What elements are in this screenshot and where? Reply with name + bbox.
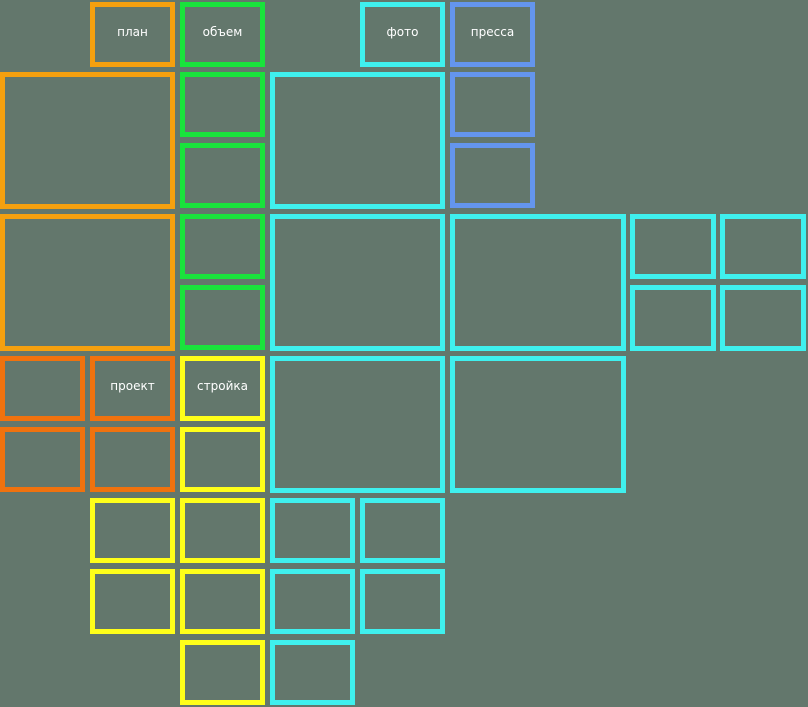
- tile-cyan-large-4[interactable]: [270, 356, 445, 493]
- tile-cyan-small-9[interactable]: [270, 640, 355, 705]
- tile-construction-label: стройка: [197, 379, 248, 393]
- tile-yellow-3[interactable]: [180, 498, 265, 563]
- tile-redorange-1[interactable]: [0, 356, 85, 421]
- tile-volume-label: объем: [202, 25, 243, 39]
- tile-green-3[interactable]: [180, 214, 265, 279]
- tile-cyan-small-2[interactable]: [720, 214, 806, 279]
- tile-cyan-small-3[interactable]: [630, 285, 716, 351]
- tile-blue-2[interactable]: [450, 143, 535, 208]
- tile-green-4[interactable]: [180, 285, 265, 350]
- tile-yellow-1[interactable]: [180, 427, 265, 492]
- tile-plan[interactable]: план: [90, 2, 175, 67]
- tile-cyan-small-4[interactable]: [720, 285, 806, 351]
- tile-green-2[interactable]: [180, 143, 265, 208]
- tile-yellow-4[interactable]: [90, 569, 175, 634]
- tile-orange-large-2[interactable]: [0, 214, 175, 351]
- tile-photo[interactable]: фото: [360, 2, 445, 67]
- tile-yellow-6[interactable]: [180, 640, 265, 705]
- tile-redorange-3[interactable]: [90, 427, 175, 492]
- tile-yellow-5[interactable]: [180, 569, 265, 634]
- tile-plan-label: план: [117, 25, 148, 39]
- tile-project-label: проект: [110, 379, 155, 393]
- tile-volume[interactable]: объем: [180, 2, 265, 67]
- tile-cyan-small-5[interactable]: [270, 498, 355, 563]
- tile-cyan-small-6[interactable]: [360, 498, 445, 563]
- tile-cyan-small-7[interactable]: [270, 569, 355, 634]
- tile-press[interactable]: пресса: [450, 2, 535, 67]
- tile-cyan-small-8[interactable]: [360, 569, 445, 634]
- tile-blue-1[interactable]: [450, 72, 535, 137]
- tile-green-1[interactable]: [180, 72, 265, 137]
- tile-redorange-2[interactable]: [0, 427, 85, 492]
- tile-project[interactable]: проект: [90, 356, 175, 421]
- tile-cyan-large-2[interactable]: [270, 214, 445, 351]
- tile-photo-label: фото: [386, 25, 419, 39]
- tile-cyan-large-5[interactable]: [450, 356, 626, 493]
- tile-construction[interactable]: стройка: [180, 356, 265, 421]
- tile-cyan-large-3[interactable]: [450, 214, 626, 351]
- tile-yellow-2[interactable]: [90, 498, 175, 563]
- tile-cyan-large-1[interactable]: [270, 72, 445, 209]
- tile-orange-large-1[interactable]: [0, 72, 175, 209]
- tile-cyan-small-1[interactable]: [630, 214, 716, 279]
- tile-press-label: пресса: [470, 25, 515, 39]
